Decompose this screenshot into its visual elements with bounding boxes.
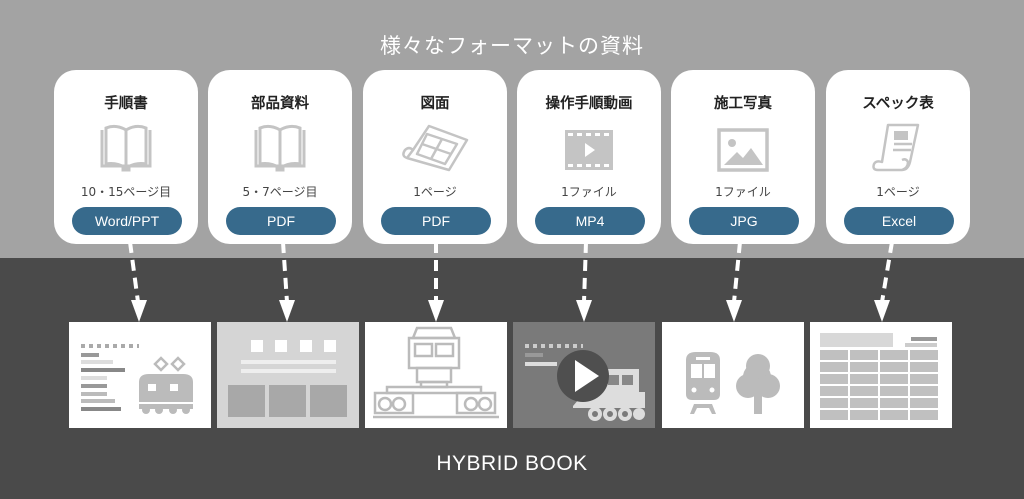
format-card-manual: 手順書 10・15ページ目 Word/PPT xyxy=(54,70,198,244)
spec-table-cell xyxy=(880,410,908,420)
open-book-icon xyxy=(100,124,152,172)
play-icon xyxy=(575,360,599,392)
format-badge: Excel xyxy=(844,207,954,235)
hybrid-book-title: HYBRID BOOK xyxy=(436,452,588,475)
card-title: 図面 xyxy=(420,96,450,112)
arrow-line-spec xyxy=(880,241,894,303)
card-title: 部品資料 xyxy=(251,96,309,112)
spec-table-cell xyxy=(910,410,938,420)
card-page-count: 1ページ xyxy=(413,185,457,199)
card-page-count: 1ファイル xyxy=(561,185,617,199)
video-film-icon xyxy=(565,130,613,170)
arrowhead-video xyxy=(576,300,592,322)
format-badge: MP4 xyxy=(535,207,645,235)
thumbnail-photo xyxy=(662,322,804,428)
arrowhead-spec xyxy=(874,300,890,322)
spec-table-cell xyxy=(910,362,938,372)
spec-table-cell xyxy=(850,374,878,384)
dashed-arrows xyxy=(128,241,894,322)
spec-table-cell xyxy=(820,386,848,396)
arrow-line-video xyxy=(582,241,588,303)
format-card-photo: 施工写真 1ファイル JPG xyxy=(671,70,815,244)
spec-table-cell xyxy=(820,374,848,384)
formats-heading: 様々なフォーマットの資料 xyxy=(380,34,644,58)
format-card-parts: 部品資料 5・7ページ目 PDF xyxy=(208,70,352,244)
spec-table-cell xyxy=(880,386,908,396)
spec-table-cell xyxy=(820,398,848,408)
thumbnail-parts xyxy=(217,322,359,428)
spec-table-cell xyxy=(850,386,878,396)
card-title: スペック表 xyxy=(862,96,934,112)
format-badge: JPG xyxy=(689,207,799,235)
train-tree-illustration xyxy=(686,352,780,414)
scroll-document-icon xyxy=(872,123,920,172)
arrowhead-drawing xyxy=(428,300,444,322)
card-title: 施工写真 xyxy=(714,96,772,112)
blueprint-icon xyxy=(402,124,469,172)
arrowhead-parts xyxy=(279,300,295,322)
spec-table-cell xyxy=(850,350,878,360)
bogie-drawing-illustration xyxy=(373,326,499,419)
format-card-spec: スペック表 1ページ Excel xyxy=(826,70,970,244)
arrow-line-manual xyxy=(128,241,140,303)
spec-table-cell xyxy=(880,362,908,372)
parts-page-illustration xyxy=(228,340,347,417)
spec-table-cell xyxy=(910,350,938,360)
format-badge: PDF xyxy=(381,207,491,235)
card-title: 手順書 xyxy=(104,96,148,112)
spec-table-illustration xyxy=(820,333,938,420)
spec-table-cell xyxy=(910,386,938,396)
open-book-icon xyxy=(254,124,306,172)
card-page-count: 1ファイル xyxy=(715,185,771,199)
format-card-drawing: 図面 1ページ PDF xyxy=(363,70,507,244)
spec-table-cell xyxy=(880,398,908,408)
format-badge: PDF xyxy=(226,207,336,235)
arrowhead-photo xyxy=(726,300,742,322)
format-card-video: 操作手順動画 1ファイル MP4 xyxy=(517,70,661,244)
arrow-line-parts xyxy=(281,241,289,303)
video-illustration xyxy=(525,344,645,421)
spec-table-cell xyxy=(880,350,908,360)
spec-table-cell xyxy=(820,350,848,360)
spec-table-cell xyxy=(880,374,908,384)
manual-page-illustration xyxy=(81,344,193,414)
thumbnail-spec xyxy=(810,322,952,428)
spec-table-cell xyxy=(820,362,848,372)
arrow-line-photo xyxy=(732,241,742,303)
image-icon xyxy=(717,128,769,172)
card-page-count: 10・15ページ目 xyxy=(80,185,172,199)
spec-table-cell xyxy=(910,398,938,408)
spec-table-cell xyxy=(850,398,878,408)
thumbnail-manual xyxy=(69,322,211,428)
thumbnail-drawing xyxy=(365,322,507,428)
format-badge: Word/PPT xyxy=(72,207,182,235)
spec-table-cell xyxy=(820,410,848,420)
spec-table-cell xyxy=(850,362,878,372)
arrowhead-manual xyxy=(131,300,147,322)
spec-table-cell xyxy=(850,410,878,420)
card-title: 操作手順動画 xyxy=(545,96,633,112)
card-page-count: 5・7ページ目 xyxy=(242,185,318,199)
spec-table-cell xyxy=(910,374,938,384)
card-page-count: 1ページ xyxy=(876,185,920,199)
thumbnail-video xyxy=(513,322,655,428)
